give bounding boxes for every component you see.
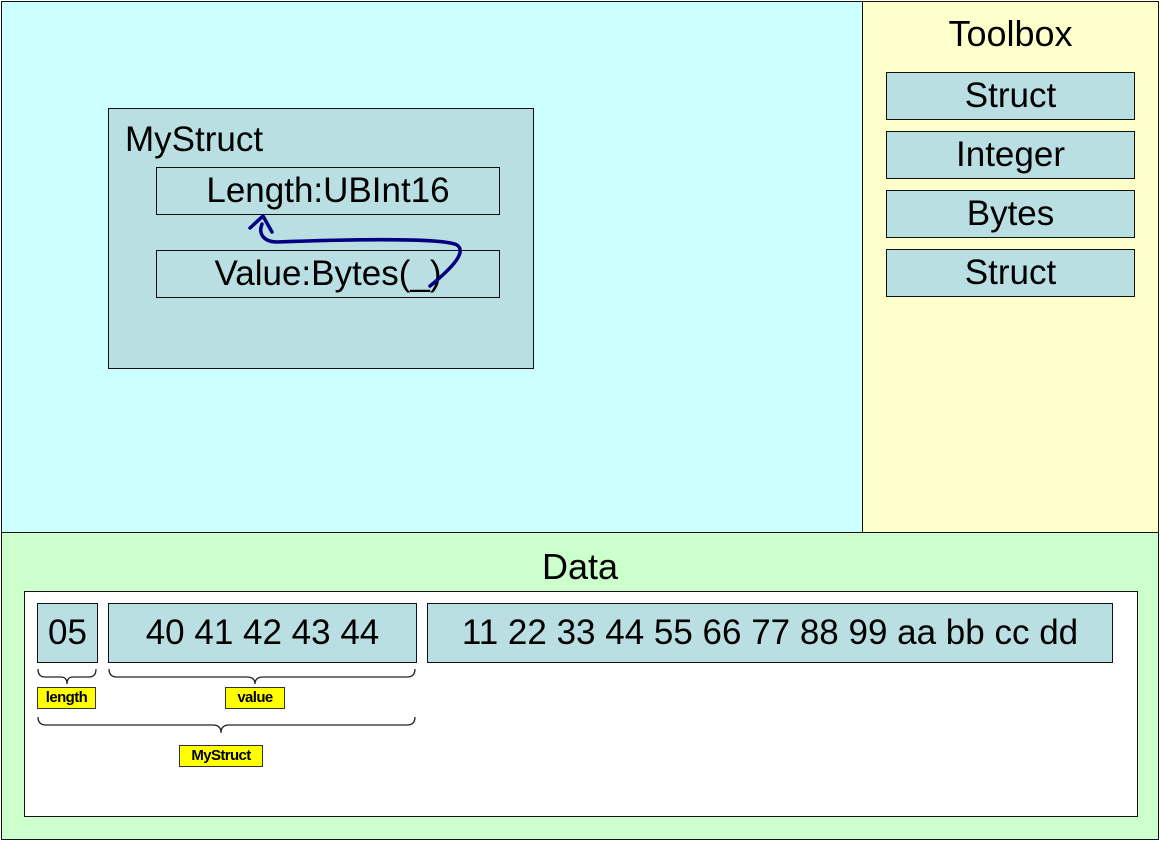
byte-block-value[interactable]: 40 41 42 43 44 [108,603,417,663]
byte-block-unparsed[interactable]: 11 22 33 44 55 66 77 88 99 aa bb cc dd [427,603,1113,663]
toolbox-item-struct[interactable]: Struct [886,72,1135,120]
toolbox-item-struct-2[interactable]: Struct [886,249,1135,297]
byte-block-length[interactable]: 05 [37,603,98,663]
field-length[interactable]: Length:UBInt16 [156,167,500,215]
tag-mystruct: MyStruct [179,745,263,767]
design-canvas[interactable]: MyStruct Length:UBInt16 Value:Bytes(_) [1,1,863,533]
brace-mystruct [37,716,416,734]
struct-name: MyStruct [125,120,264,159]
toolbox-item-bytes[interactable]: Bytes [886,190,1135,238]
toolbox-panel: Toolbox Struct Integer Bytes Struct [862,1,1159,533]
data-title: Data [541,546,619,587]
tag-length: length [37,687,96,709]
data-view[interactable]: 05 40 41 42 43 44 11 22 33 44 55 66 77 8… [24,591,1138,817]
struct-container-mystruct[interactable]: MyStruct Length:UBInt16 Value:Bytes(_) [108,108,534,369]
data-panel: Data 05 40 41 42 43 44 11 22 33 44 55 66… [1,532,1159,840]
brace-value [108,668,416,685]
toolbox-item-integer[interactable]: Integer [886,131,1135,179]
field-value[interactable]: Value:Bytes(_) [156,250,500,298]
brace-length [37,668,97,685]
toolbox-title: Toolbox [948,13,1073,54]
tag-value: value [225,687,285,709]
